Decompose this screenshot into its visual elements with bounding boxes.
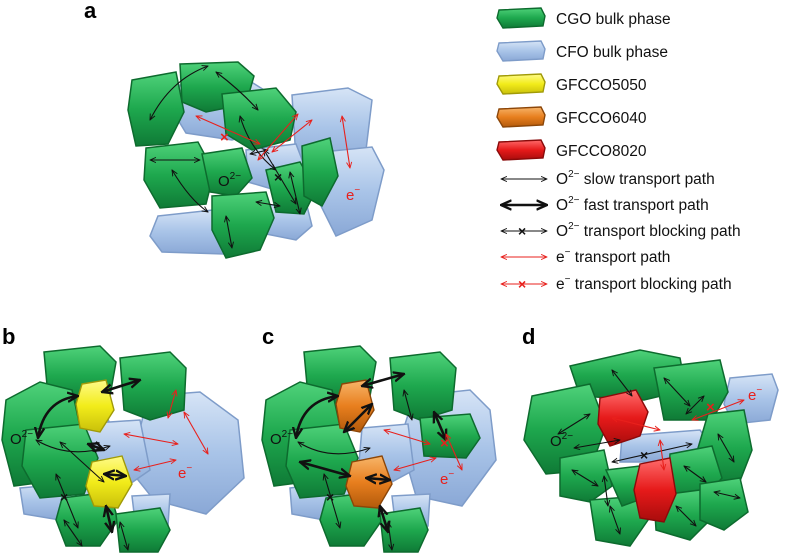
panel-b-o2-blocking-path: × [56, 474, 78, 528]
panel-a-e-block-mark: × [220, 129, 229, 146]
panel-c-microstructure: × × O2− e− [261, 345, 497, 553]
svg-text:×: × [274, 169, 282, 185]
legend-label-fast: O2− fast transport path [556, 195, 709, 214]
panel-b-o2-label: O2− [10, 429, 33, 448]
legend-label-blocking: O2− transport blocking path [556, 221, 741, 240]
legend-swatch-gfcco6040 [496, 106, 546, 128]
legend-label-cfo: CFO bulk phase [556, 44, 668, 61]
legend: CGO bulk phase CFO bulk phase GFCCO5050 … [496, 7, 741, 293]
legend-swatch-gfcco5050 [496, 73, 546, 95]
panel-b-e-label: e− [178, 463, 192, 482]
legend-swatch-gfcco8020 [496, 139, 546, 161]
panel-d-e-label: e− [748, 385, 762, 404]
svg-text:×: × [326, 489, 334, 505]
legend-arrow-e-blocking: × [501, 276, 547, 292]
panel-c-e-label: e− [440, 469, 454, 488]
panel-label-d: d [522, 324, 535, 349]
panel-label-a: a [84, 0, 97, 23]
panel-d-o2-slow-paths [558, 370, 740, 534]
legend-label-e-blocking: e− transport blocking path [556, 274, 732, 293]
panel-c-e-block-mark: × [440, 435, 449, 452]
panel-c-o2-blocking-path: × [324, 474, 340, 528]
svg-text:×: × [518, 223, 526, 239]
legend-arrow-blocking: × [501, 223, 547, 239]
svg-text:×: × [60, 489, 68, 505]
legend-label-gfcco6040: GFCCO6040 [556, 110, 647, 127]
panel-a-o2-label: O2− [218, 171, 241, 190]
panel-c-o2-label: O2− [270, 429, 293, 448]
panel-c-e-paths [384, 430, 463, 470]
legend-label-cgo: CGO bulk phase [556, 11, 671, 28]
panel-d-microstructure: × × O2− e− [523, 349, 779, 547]
panel-label-c: c [262, 324, 274, 349]
panel-d-o2-blocking-path: × [612, 444, 692, 463]
svg-text:×: × [518, 276, 526, 292]
legend-swatch-cfo [496, 40, 546, 62]
legend-label-gfcco8020: GFCCO8020 [556, 143, 647, 160]
panel-b-e-paths [124, 390, 208, 470]
panel-a-e-label: e− [346, 185, 360, 204]
legend-label-slow: O2− slow transport path [556, 169, 715, 188]
panel-label-b: b [2, 324, 15, 349]
panel-b-o2-fast-paths [38, 380, 140, 532]
legend-swatch-cgo [496, 7, 546, 29]
svg-text:×: × [640, 447, 648, 463]
panel-d-o2-label: O2− [550, 431, 573, 450]
panel-d-e-paths [612, 400, 744, 470]
panel-b-microstructure: × O2− e− [1, 345, 245, 553]
panel-d-e-block-mark: × [706, 399, 715, 416]
panel-c-o2-fast-paths [296, 374, 446, 532]
panel-a-e-paths [196, 114, 350, 168]
panel-a-microstructure: × × O2− e− [127, 61, 385, 259]
legend-label-gfcco5050: GFCCO5050 [556, 77, 647, 94]
legend-swatches [496, 7, 546, 161]
legend-label-e-path: e− transport path [556, 247, 670, 266]
